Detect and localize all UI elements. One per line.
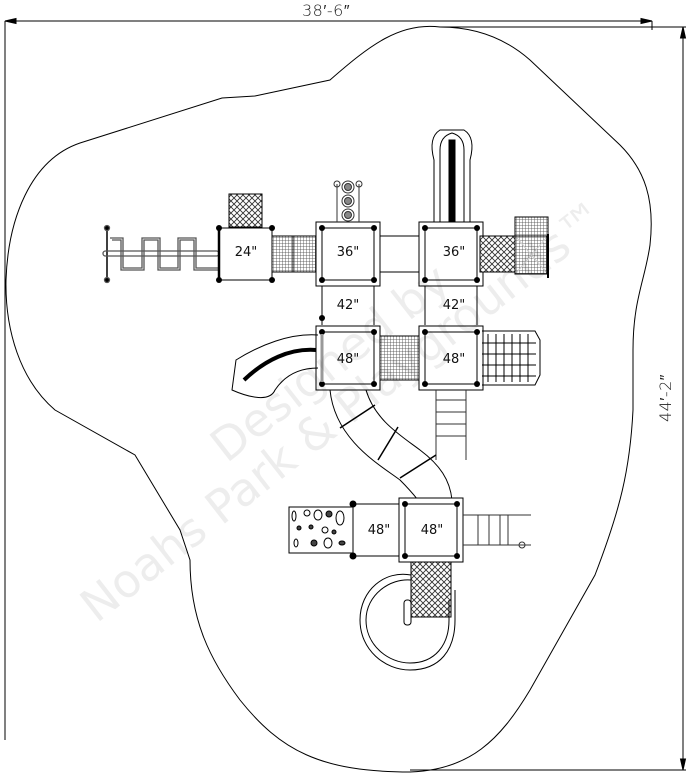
rock-wall-panel [288,506,354,554]
deck-height-label: 24" [234,245,258,260]
deck-48-f [349,500,400,560]
stairs-left [228,193,263,228]
rung-ladder-right [463,514,531,549]
step-platform-left [271,235,321,273]
overhead-ladder [102,224,220,284]
horizontal-grid-climber [482,330,541,386]
bridge-bubble [379,335,421,381]
deck-height-label: 48" [336,352,360,367]
deck-height-label: 48" [442,352,466,367]
transfer-42 [321,285,478,325]
deck-36-b [315,221,381,287]
wave-slide-top [431,129,473,223]
curved-slide-left [231,334,324,398]
spiral-slide [359,561,456,671]
dimension-lines [4,17,687,771]
deck-48-d [315,315,381,391]
deck-height-label: 42" [442,298,466,313]
use-zone-boundary [5,25,652,773]
deck-height-label: 48" [367,523,391,538]
height-dimension-label: 44′-2″ [652,374,682,422]
ramp-right [479,235,516,273]
platform-right-top [514,216,549,237]
deck-height-label: 48" [420,523,444,538]
steering-panel [333,180,363,222]
deck-height-label: 42" [336,298,360,313]
deck-height-label: 36" [442,245,466,260]
deck-24 [216,225,275,283]
walkway-36 [380,235,420,273]
deck-height-label: 36" [336,245,360,260]
deck-48-e [418,325,484,391]
width-dimension-label: 38′-6″ [302,1,350,20]
height-dimension-text: 44′-2″ [656,374,675,422]
tube-slide [329,389,453,501]
deck-48-g [398,497,464,563]
vertical-ladder [435,390,467,460]
